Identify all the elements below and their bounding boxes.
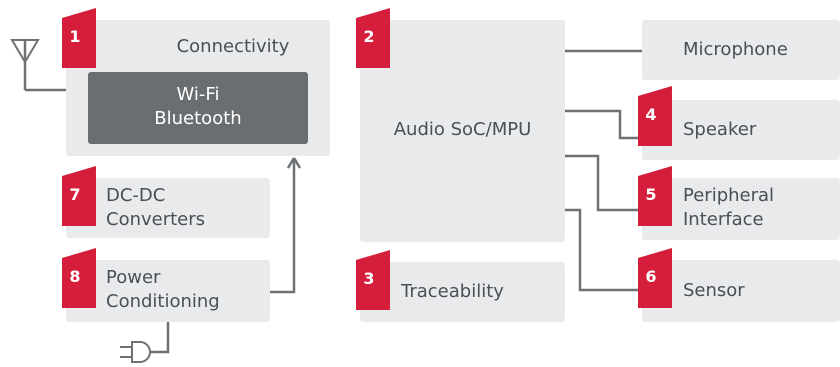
badge-1: 1: [58, 8, 96, 70]
badge-4-number: 4: [645, 105, 657, 124]
badge-7-number: 7: [69, 185, 81, 204]
badge-2: 2: [352, 8, 390, 70]
traceability-block: Traceability: [360, 262, 565, 322]
wifi-bluetooth-block: Wi-Fi Bluetooth: [88, 72, 308, 144]
speaker-label: Speaker: [683, 119, 757, 140]
badge-4: 4: [634, 86, 672, 148]
badge-5: 5: [634, 166, 672, 228]
badge-5-number: 5: [645, 185, 657, 204]
badge-6: 6: [634, 248, 672, 310]
soc-to-speaker-wire: [565, 109, 642, 140]
power-conditioning-label: Power Conditioning: [106, 266, 220, 314]
audio-soc-label: Audio SoC/MPU: [393, 119, 532, 140]
peripheral-interface-label: Peripheral Interface: [683, 184, 774, 232]
sensor-label: Sensor: [683, 280, 745, 301]
dc-dc-line2: Converters: [106, 209, 206, 230]
dc-dc-line1: DC-DC: [106, 185, 166, 206]
badge-3: 3: [352, 250, 390, 312]
power-plug-icon: [120, 322, 170, 363]
traceability-label: Traceability: [401, 281, 504, 302]
soc-to-sensor-wire: [565, 208, 642, 292]
wifi-label: Wi-Fi: [176, 84, 220, 105]
badge-7: 7: [58, 166, 96, 228]
badge-3-number: 3: [363, 269, 375, 288]
microphone-block: Microphone: [642, 20, 840, 80]
power-conditioning-line2: Conditioning: [106, 291, 220, 312]
power-to-connectivity-wire: [270, 158, 296, 294]
badge-2-number: 2: [363, 27, 375, 46]
power-conditioning-block: Power Conditioning: [66, 260, 270, 322]
peripheral-line2: Interface: [683, 209, 764, 230]
connectivity-block: Connectivity Wi-Fi Bluetooth: [66, 20, 330, 156]
peripheral-interface-block: Peripheral Interface: [642, 178, 840, 240]
audio-soc-block: Audio SoC/MPU: [360, 20, 565, 242]
microphone-label: Microphone: [683, 39, 788, 60]
arrow-up-icon: [286, 157, 302, 169]
speaker-block: Speaker: [642, 100, 840, 160]
antenna-icon: [10, 39, 66, 92]
dc-dc-label: DC-DC Converters: [106, 184, 205, 232]
power-conditioning-line1: Power: [106, 267, 161, 288]
connectivity-label: Connectivity: [176, 36, 290, 57]
badge-1-number: 1: [69, 27, 81, 46]
badge-8-number: 8: [69, 267, 81, 286]
soc-to-peripheral-wire: [565, 154, 642, 212]
dc-dc-converters-block: DC-DC Converters: [66, 178, 270, 238]
badge-6-number: 6: [645, 267, 657, 286]
bluetooth-label: Bluetooth: [154, 108, 242, 129]
peripheral-line1: Peripheral: [683, 185, 775, 206]
badge-8: 8: [58, 248, 96, 310]
sensor-block: Sensor: [642, 260, 840, 322]
